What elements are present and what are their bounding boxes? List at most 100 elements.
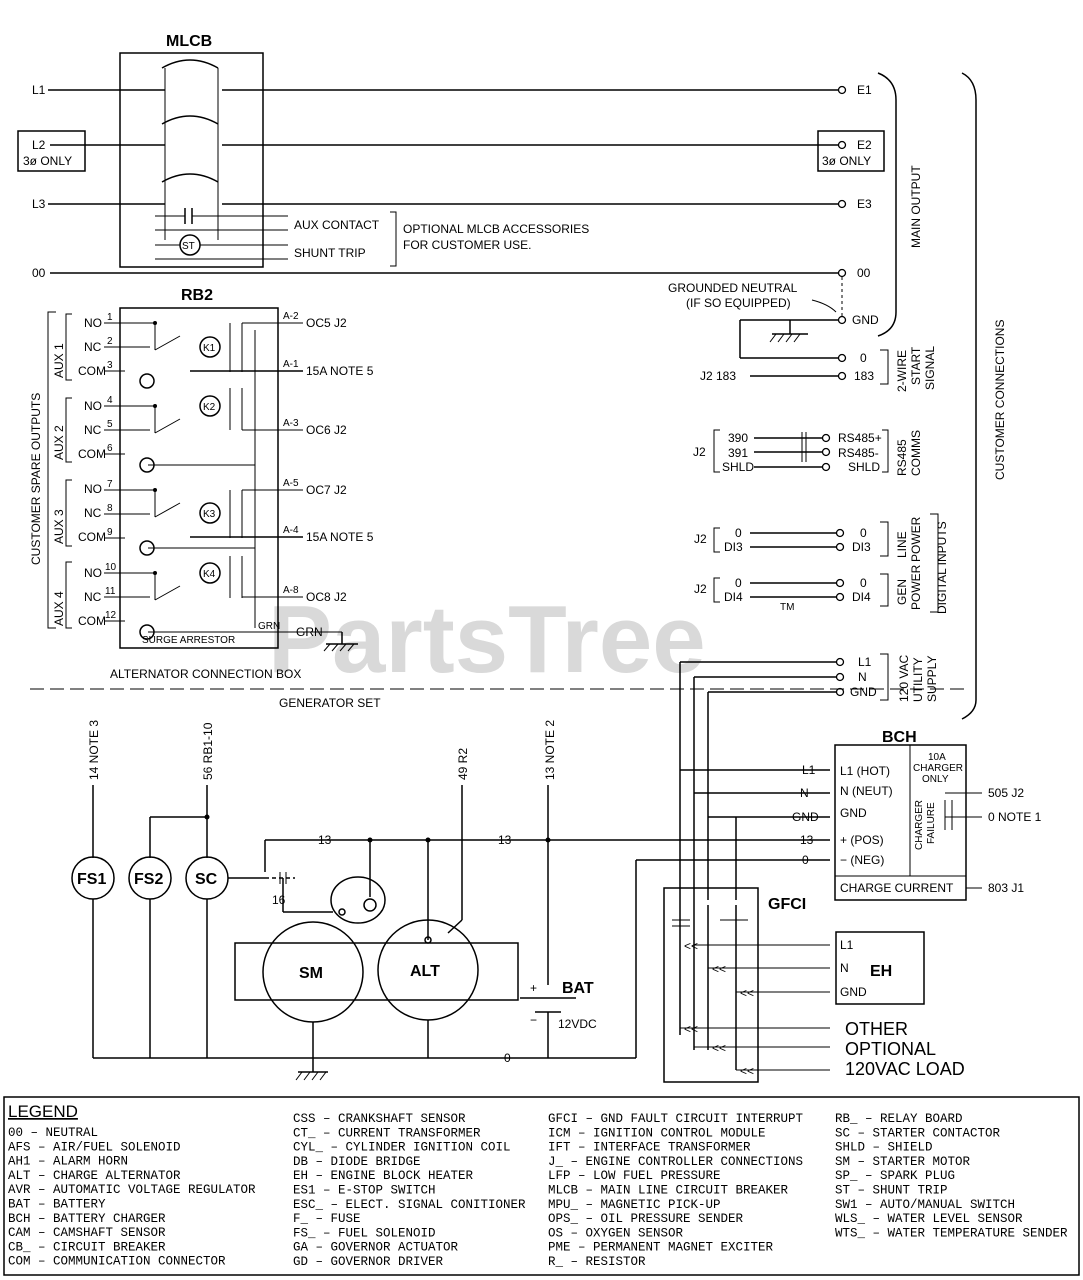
legend-entry: CSS – CRANKSHAFT SENSOR — [293, 1112, 466, 1126]
rs485-label-2: COMMS — [909, 430, 923, 476]
legend-entry: DB – DIODE BRIDGE — [293, 1155, 421, 1169]
bch-box — [834, 744, 967, 901]
out-oc7: OC7 J2 — [306, 483, 347, 497]
sm-label: SM — [299, 965, 323, 982]
eh-gnd: GND — [840, 985, 867, 999]
gfci-arrow-6: << — [740, 1064, 754, 1078]
gfci-box — [663, 887, 759, 1083]
bch-term-n: N (NEUT) — [840, 784, 893, 798]
other-load-1: OTHER — [845, 1019, 908, 1039]
charger-failure-1: CHARGER — [914, 800, 925, 850]
legend-entry: SHLD – SHIELD — [835, 1141, 933, 1155]
bch-out-803: 803 J1 — [988, 881, 1024, 895]
out-pin-a4: A-4 — [283, 525, 299, 536]
wire-13-b: 13 — [498, 833, 512, 847]
pin-11: 11 — [105, 586, 116, 597]
bch-wire-13: 13 — [800, 833, 814, 847]
gen-power-l0: 0 — [735, 576, 742, 590]
bat-label: BAT — [562, 980, 594, 997]
utility-gnd: GND — [850, 685, 877, 699]
line-power-label-1: LINE — [895, 531, 909, 558]
aux4-nc: NC — [84, 590, 102, 604]
legend-entry: ICM – IGNITION CONTROL MODULE — [548, 1126, 766, 1140]
wire-13: 13 NOTE 2 — [543, 720, 557, 780]
grn-label: GRN — [296, 625, 323, 639]
optional-line2: FOR CUSTOMER USE. — [403, 238, 531, 252]
relay-k1: K1 — [139, 321, 243, 389]
generator-set-label: GENERATOR SET — [279, 696, 381, 710]
mlcb-section: MLCB L1 E1 L2 3ø ONLY E2 3ø ONLY L3 E3 — [17, 33, 885, 280]
pin-3: 3 — [107, 360, 113, 371]
legend-entry: CT_ – CURRENT TRANSFORMER — [293, 1126, 481, 1140]
two-wire-l2: START — [909, 346, 923, 385]
rb2-title: RB2 — [181, 287, 213, 304]
relay-k1-label: K1 — [203, 343, 216, 354]
out-pin-a8: A-8 — [283, 585, 299, 596]
rs485-j2: J2 — [693, 445, 706, 459]
mlcb-box — [119, 52, 264, 268]
legend-entry: F_ – FUSE — [293, 1212, 361, 1226]
legend-entry: ST – SHUNT TRIP — [835, 1184, 948, 1198]
legend-entry: PME – PERMANENT MAGNET EXCITER — [548, 1241, 774, 1255]
bch-term-pos: + (POS) — [840, 833, 884, 847]
bch-charger: CHARGER — [913, 763, 963, 774]
legend-entry: EH – ENGINE BLOCK HEATER — [293, 1169, 474, 1183]
l2-3ph-note: 3ø ONLY — [23, 154, 72, 168]
relay-k3-label: K3 — [203, 509, 216, 520]
gen-power-r0: 0 — [860, 576, 867, 590]
e2-box — [817, 130, 885, 172]
legend-entry: MLCB – MAIN LINE CIRCUIT BREAKER — [548, 1184, 789, 1198]
rs485-r-plus: RS485+ — [838, 431, 882, 445]
legend-entry: AFS – AIR/FUEL SOLENOID — [8, 1140, 181, 1154]
eh-l1: L1 — [840, 938, 854, 952]
legend-entry: CAM – CAMSHAFT SENSOR — [8, 1226, 166, 1240]
legend-entry: WLS_ – WATER LEVEL SENSOR — [835, 1212, 1023, 1226]
pin-1: 1 — [107, 312, 113, 323]
line-power-label-2: POWER — [909, 516, 923, 562]
aux3-block: AUX 3 NO NC COM — [52, 479, 106, 547]
two-wire-0: 0 — [860, 351, 867, 365]
out-pin-a2: A-2 — [283, 311, 299, 322]
mlcb-in-l1: L1 — [32, 83, 46, 97]
legend-entry: OS – OXYGEN SENSOR — [548, 1226, 684, 1240]
aux4-block: AUX 4 NO NC COM — [52, 561, 106, 629]
bch-10a: 10A — [928, 752, 946, 763]
aux3-com: COM — [78, 530, 106, 544]
rb2-section: RB2 CUSTOMER SPARE OUTPUTS AUX 1 NO NC C… — [29, 287, 374, 652]
bat-voltage: 12VDC — [558, 1017, 597, 1031]
aux2-label: AUX 2 — [52, 425, 66, 460]
legend-entry: ESC_ – ELECT. SIGNAL CONITIONER — [293, 1198, 526, 1212]
l2-box — [17, 130, 86, 172]
bat-plus: + — [530, 981, 537, 995]
gen-power-label-1: GEN — [895, 579, 909, 605]
utility-n: N — [858, 670, 867, 684]
utility-l1: L1 — [858, 655, 872, 669]
pin-7: 7 — [107, 479, 113, 490]
utility-label-1: 120 VAC — [897, 655, 911, 702]
rs485-r-shld: SHLD — [848, 460, 880, 474]
mlcb-out-00: 00 — [857, 266, 871, 280]
line-power-group: J2 0 DI3 0 DI3 LINE POWER — [694, 516, 923, 562]
bch-out-0: 0 NOTE 1 — [988, 810, 1042, 824]
relay-k3: K3 — [139, 488, 243, 556]
legend-entry: OPS_ – OIL PRESSURE SENDER — [548, 1212, 744, 1226]
gfci-arrow-5: << — [712, 1041, 726, 1055]
relay-k2: K2 — [139, 388, 243, 473]
line-power-rdi3: DI3 — [852, 540, 871, 554]
out-oc6: OC6 J2 — [306, 423, 347, 437]
out-pin-a3: A-3 — [283, 418, 299, 429]
aux2-nc: NC — [84, 423, 102, 437]
fs2-label: FS2 — [134, 871, 163, 888]
legend-entry: CYL_ – CYLINDER IGNITION COIL — [293, 1141, 511, 1155]
aux4-no: NO — [84, 566, 102, 580]
customer-spare-outputs-label: CUSTOMER SPARE OUTPUTS — [29, 393, 43, 565]
line-power-ldi3: DI3 — [724, 540, 743, 554]
gfci-arrow-1: << — [684, 939, 698, 953]
alternator-connection-box-label: ALTERNATOR CONNECTION BOX — [110, 667, 301, 681]
e2-3ph-note: 3ø ONLY — [822, 154, 871, 168]
pin-5: 5 — [107, 419, 113, 430]
utility-supply-group: L1 N GND 120 VAC UTILITY SUPPLY — [679, 653, 939, 900]
legend-entry: FS_ – FUEL SOLENOID — [293, 1226, 436, 1240]
pin-10: 10 — [105, 562, 117, 573]
